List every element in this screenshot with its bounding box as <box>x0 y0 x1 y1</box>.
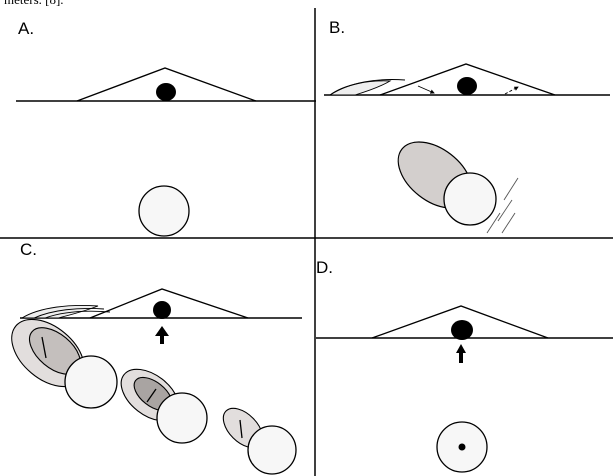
streak <box>504 178 518 200</box>
bubble <box>248 426 296 474</box>
panel-a <box>16 68 316 236</box>
up-arrow <box>456 344 466 363</box>
streak <box>502 213 515 233</box>
bubble <box>65 356 117 408</box>
bubble <box>157 393 207 443</box>
dark-particle <box>156 83 176 101</box>
up-arrow <box>155 326 169 344</box>
bubble <box>444 173 496 225</box>
dark-particle <box>451 320 473 340</box>
bubble <box>139 186 189 236</box>
dark-particle <box>457 77 477 95</box>
flow-arrow-right <box>505 87 518 94</box>
panel-c <box>0 289 302 474</box>
panel-d <box>316 306 613 472</box>
flow-arrow-left <box>418 86 434 93</box>
dark-particle-small <box>459 444 466 451</box>
panel-b <box>324 64 610 233</box>
dark-particle <box>153 301 171 319</box>
streak <box>498 200 512 221</box>
ejecta-lobe <box>22 305 98 318</box>
